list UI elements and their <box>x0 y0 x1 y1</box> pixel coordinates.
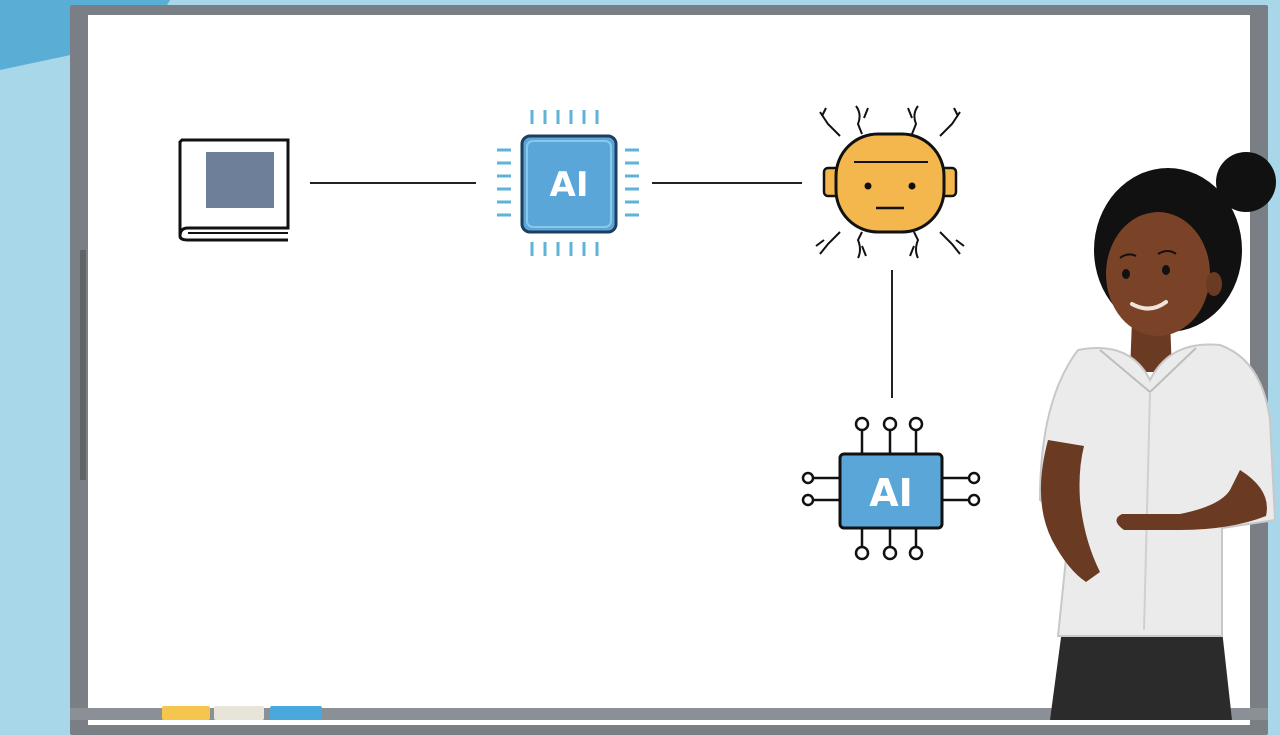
diagram-canvas: AI <box>178 105 1277 720</box>
whiteboard <box>88 15 1250 725</box>
chip-label-top: AI <box>550 165 589 205</box>
robot-icon <box>815 105 965 259</box>
book-icon <box>178 138 290 242</box>
yellow-marker <box>162 706 210 720</box>
whiteboard-left-edge <box>80 250 86 480</box>
blue-marker <box>270 706 322 720</box>
ai-chip-icon: AI <box>497 110 639 256</box>
ai-circuit-icon: AI <box>801 416 981 561</box>
eraser <box>214 706 264 720</box>
marker-tray <box>70 708 1268 720</box>
presenter-illustration <box>1038 152 1277 720</box>
chip-label-bottom: AI <box>869 471 913 515</box>
